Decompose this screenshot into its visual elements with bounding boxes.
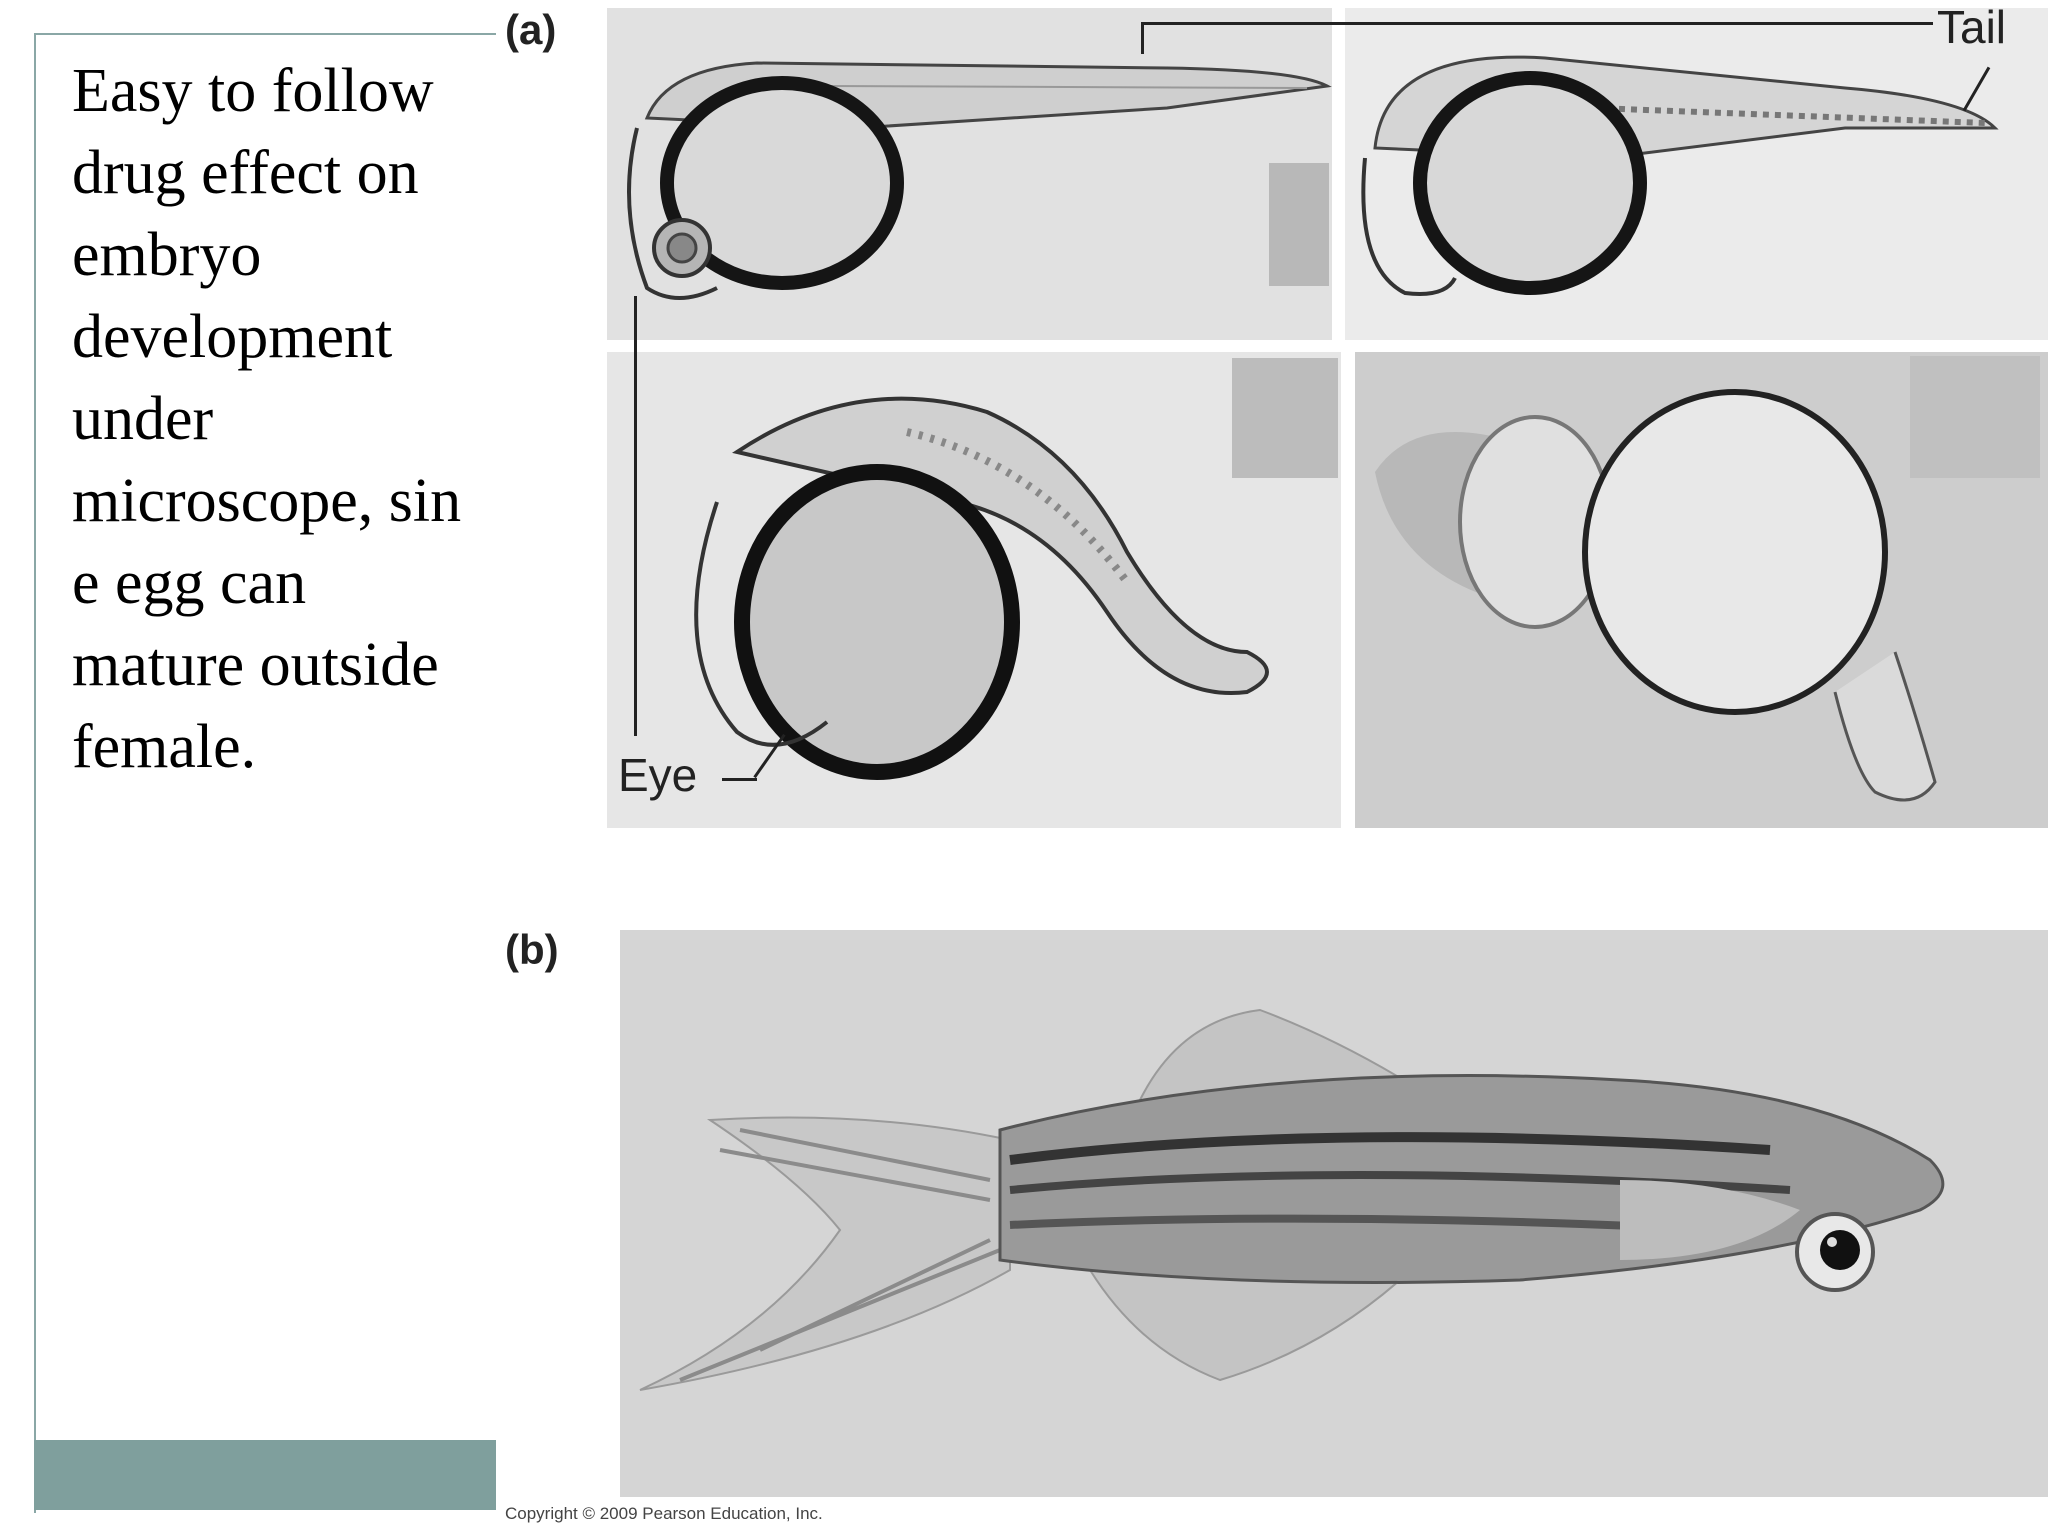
body-text: Easy to follow drug effect on embryo dev… [72, 57, 462, 781]
eye-leader-horizontal [722, 778, 757, 781]
tail-leader-drop [1141, 22, 1144, 54]
embryo-image-4 [1355, 352, 2048, 828]
tail-leader-horizontal [1143, 22, 1933, 25]
panel-label-b: (b) [505, 926, 559, 973]
footer-accent-bar [34, 1440, 496, 1510]
copyright-text: Copyright © 2009 Pearson Education, Inc. [505, 1504, 823, 1523]
callout-eye: Eye [618, 749, 698, 801]
eye-leader-vertical [634, 296, 637, 736]
callout-tail: Tail [1937, 1, 2007, 53]
embryo-image-3 [607, 352, 1341, 828]
embryo-image-2 [1345, 8, 2048, 340]
zebrafish-image [620, 930, 2048, 1497]
frame-left-line [34, 33, 36, 1513]
frame-top-line [34, 33, 496, 35]
panel-label-a: (a) [505, 6, 557, 53]
embryo-image-1 [607, 8, 1332, 340]
